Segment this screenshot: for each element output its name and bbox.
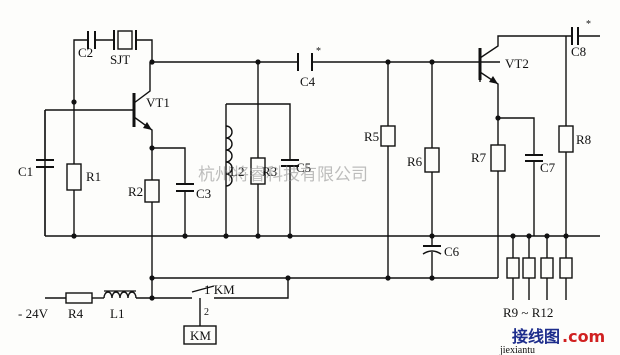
capacitor-c7 xyxy=(525,154,543,162)
inductor-l2 xyxy=(225,125,233,187)
label-c1: C1 xyxy=(18,164,33,179)
label-c8-star: * xyxy=(586,19,591,30)
capacitor-c4 xyxy=(297,53,313,71)
resistor-r2 xyxy=(144,179,160,203)
logo-domain: jiexiantu xyxy=(499,345,535,355)
resistor-r6 xyxy=(424,147,440,173)
junctions xyxy=(71,59,569,301)
label-km-coil: KM xyxy=(190,328,211,343)
label-c2: C2 xyxy=(78,45,93,60)
label-c4-star: * xyxy=(316,46,321,57)
label-r6: R6 xyxy=(407,154,423,169)
label-r1: R1 xyxy=(86,169,101,184)
resistor-r7 xyxy=(490,144,506,172)
resistor-r5 xyxy=(380,125,396,147)
transistor-vt1 xyxy=(132,93,152,130)
capacitor-c2 xyxy=(87,31,96,49)
relay-coil-km xyxy=(183,325,217,345)
label-c7: C7 xyxy=(540,160,556,175)
capacitor-c3 xyxy=(176,183,194,200)
label-c5: C5 xyxy=(296,160,311,175)
logo-com: .com xyxy=(562,327,605,346)
label-r5: R5 xyxy=(364,129,379,144)
transistor-vt2 xyxy=(478,48,498,84)
label-supply: - 24V xyxy=(18,306,49,321)
label-sjt: SJT xyxy=(110,52,130,67)
label-l2: L2 xyxy=(230,164,244,179)
capacitor-c8 xyxy=(571,27,579,45)
label-r7: R7 xyxy=(471,150,487,165)
label-km-pin: 2 xyxy=(204,307,209,318)
site-logo: 接线图 .com jiexiantu xyxy=(499,327,605,355)
resistor-r8 xyxy=(558,125,574,153)
wires xyxy=(44,35,600,326)
resistor-array-r9-r12 xyxy=(506,257,573,279)
capacitor-c6 xyxy=(422,245,442,255)
component-labels: C2 SJT VT1 C1 R1 R2 C3 L2 R3 C5 C4 * R5 … xyxy=(18,19,591,343)
label-c3: C3 xyxy=(196,186,211,201)
label-r2: R2 xyxy=(128,184,143,199)
crystal-sjt xyxy=(113,30,137,50)
inductor-l1 xyxy=(103,290,137,299)
label-km-contact: 1 KM xyxy=(204,282,235,297)
label-r3: R3 xyxy=(262,164,277,179)
resistor-r4 xyxy=(65,292,93,304)
label-c8: C8 xyxy=(571,44,586,59)
capacitor-c1 xyxy=(36,110,54,236)
logo-cn: 接线图 xyxy=(512,327,560,346)
label-r9-r12: R9 ~ R12 xyxy=(503,305,553,320)
label-vt2: VT2 xyxy=(505,56,529,71)
capacitor-c5 xyxy=(281,159,299,167)
label-c4: C4 xyxy=(300,74,316,89)
watermark-text: 杭州将睿科技有限公司 xyxy=(198,165,368,185)
label-vt1: VT1 xyxy=(146,95,170,110)
label-c6: C6 xyxy=(444,244,460,259)
resistor-r1 xyxy=(66,163,82,191)
resistor-r3 xyxy=(250,157,266,185)
label-r8: R8 xyxy=(576,132,591,147)
label-l1: L1 xyxy=(110,306,124,321)
label-r4: R4 xyxy=(68,306,84,321)
